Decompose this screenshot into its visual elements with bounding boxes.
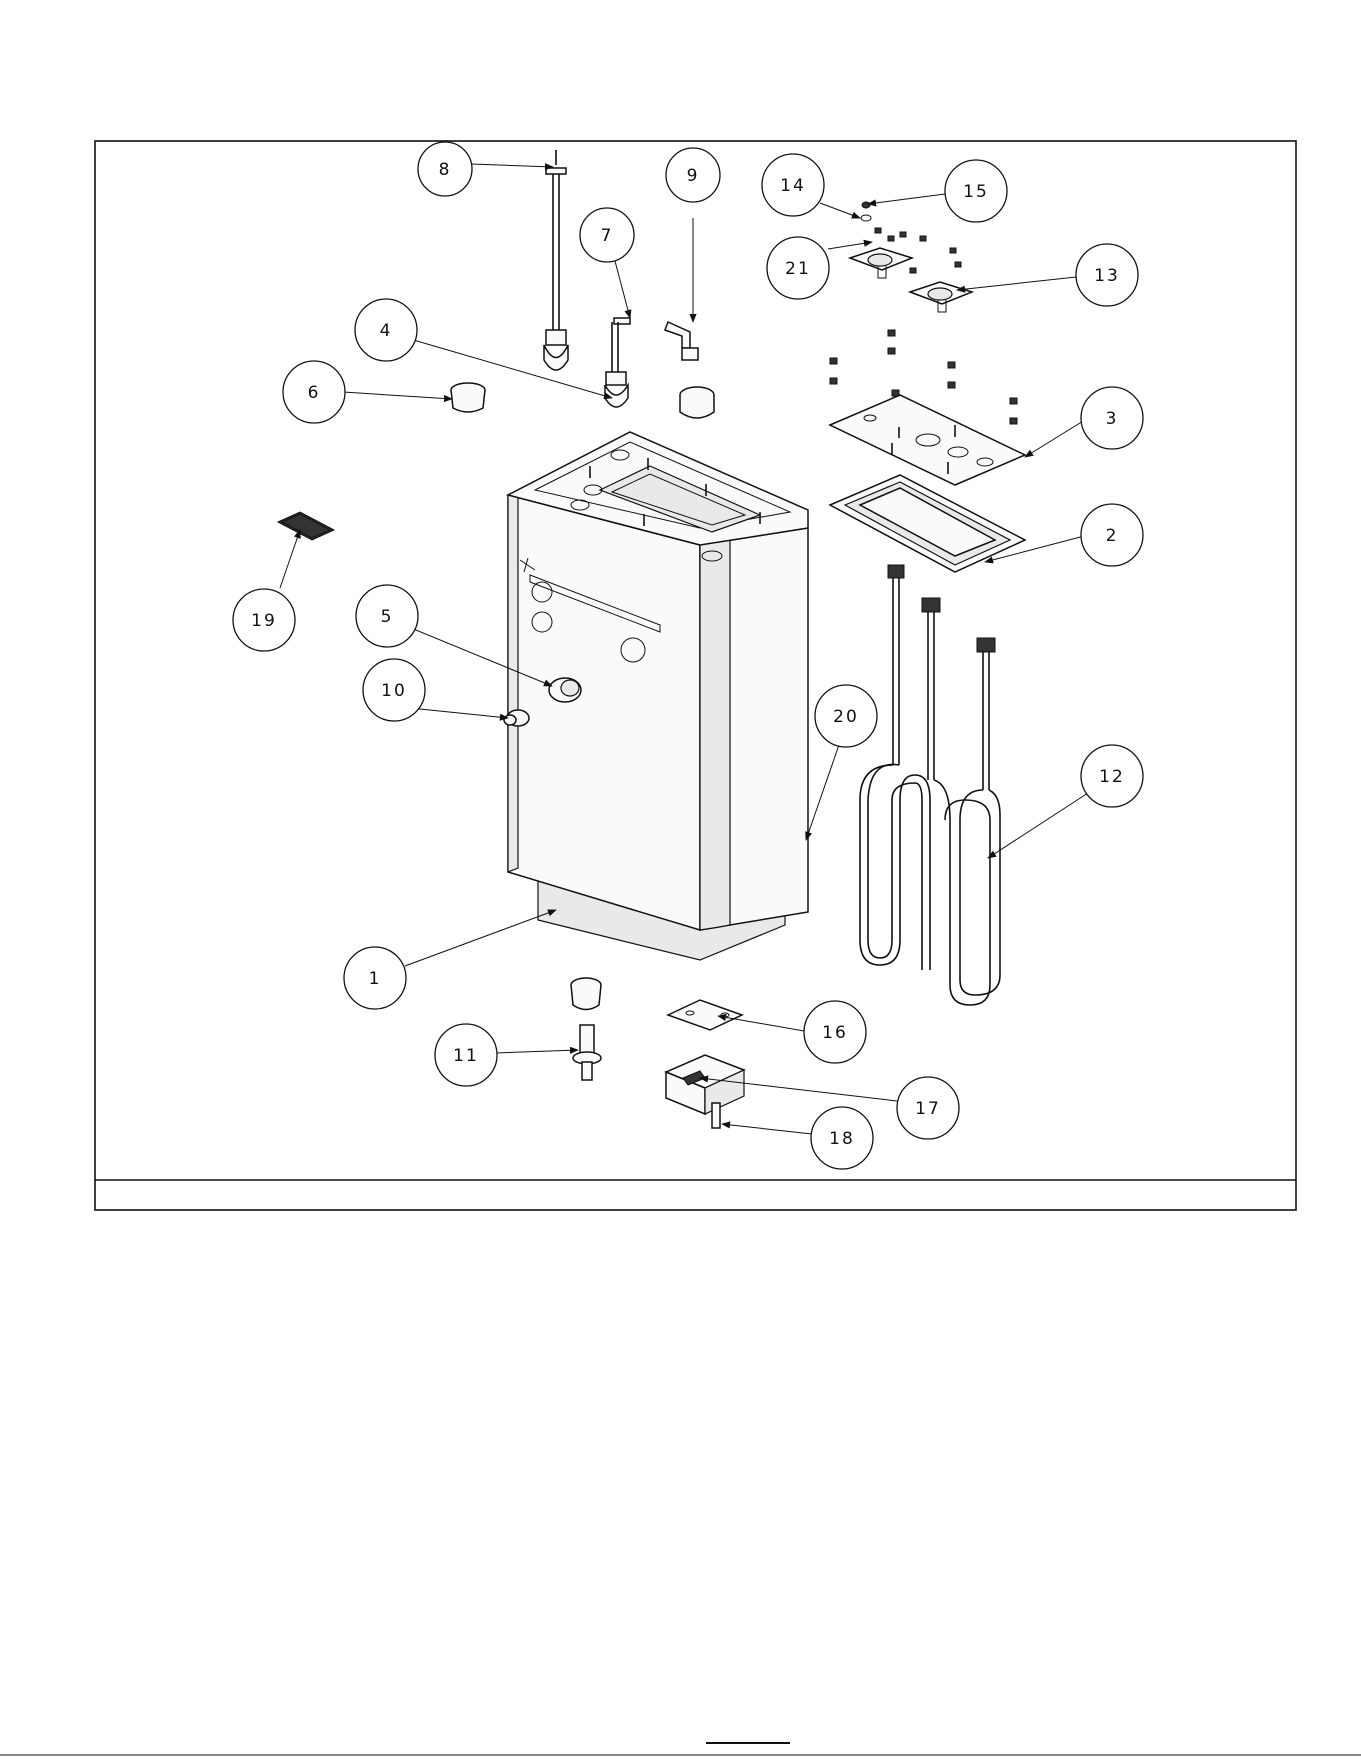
balloon-1: 1 (344, 947, 406, 1009)
balloon-10: 10 (363, 659, 425, 721)
balloon-6-label: 6 (308, 383, 321, 403)
balloon-5-label: 5 (381, 607, 394, 627)
page-footer (0, 1743, 1361, 1755)
balloon-10-label: 10 (381, 681, 407, 701)
balloon-13-label: 13 (1094, 266, 1120, 286)
elbow-fitting (665, 322, 698, 360)
balloon-21-label: 21 (785, 259, 811, 279)
grommet-right (680, 387, 714, 418)
balloon-11: 11 (435, 1024, 497, 1086)
balloon-15: 15 (945, 160, 1007, 222)
balloon-19: 19 (233, 589, 295, 651)
balloon-14: 14 (762, 154, 824, 216)
balloon-18: 18 (811, 1107, 873, 1169)
tank-body (504, 432, 808, 960)
balloon-3: 3 (1081, 387, 1143, 449)
balloon-9: 9 (666, 148, 720, 202)
drain-fitting (571, 978, 601, 1080)
thermostats (850, 202, 972, 312)
probe-long (544, 150, 568, 370)
balloon-15-label: 15 (963, 182, 989, 202)
balloon-17: 17 (897, 1077, 959, 1139)
balloon-8: 8 (418, 142, 472, 196)
heating-elements (860, 565, 1000, 1005)
balloon-5: 5 (356, 585, 418, 647)
balloon-2-label: 2 (1106, 526, 1119, 546)
balloon-6: 6 (283, 361, 345, 423)
balloon-3-label: 3 (1106, 409, 1119, 429)
balloon-12-label: 12 (1099, 767, 1125, 787)
balloon-9-label: 9 (687, 166, 700, 186)
gasket (830, 475, 1025, 572)
balloon-4: 4 (355, 299, 417, 361)
balloon-1-label: 1 (369, 969, 382, 989)
plug (451, 383, 485, 412)
terminal-box (666, 1055, 744, 1114)
label-tag (278, 512, 334, 540)
balloon-20: 20 (815, 685, 877, 747)
balloon-7-label: 7 (601, 226, 614, 246)
balloon-20-label: 20 (833, 707, 859, 727)
cover-plate (830, 395, 1025, 485)
balloon-18-label: 18 (829, 1129, 855, 1149)
balloon-17-label: 17 (915, 1099, 941, 1119)
balloon-2: 2 (1081, 504, 1143, 566)
balloon-14-label: 14 (780, 176, 806, 196)
bracket-plate (668, 1000, 742, 1030)
balloon-12: 12 (1081, 745, 1143, 807)
balloon-11-label: 11 (453, 1046, 479, 1066)
balloon-21: 21 (767, 237, 829, 299)
balloon-13: 13 (1076, 244, 1138, 306)
balloon-4-label: 4 (380, 321, 393, 341)
balloon-19-label: 19 (251, 611, 277, 631)
probe-short (605, 318, 630, 407)
pin (712, 1103, 720, 1128)
balloon-7: 7 (580, 208, 634, 262)
balloon-16-label: 16 (822, 1023, 848, 1043)
balloon-16: 16 (804, 1001, 866, 1063)
balloon-8-label: 8 (439, 160, 452, 180)
